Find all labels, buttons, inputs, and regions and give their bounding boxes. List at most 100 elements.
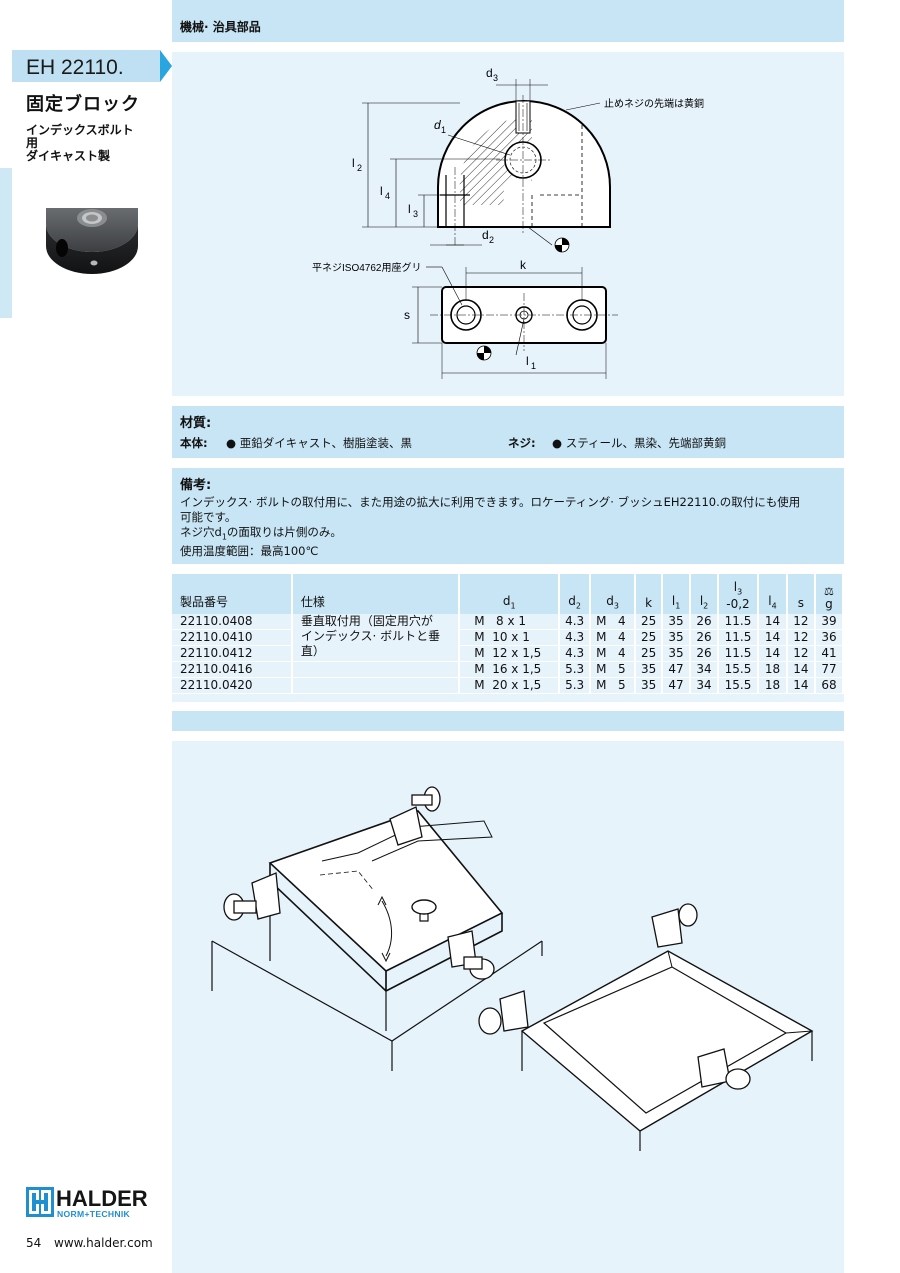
label-s: s [404,308,410,322]
col-header-d3: d3 [590,574,637,614]
cell-spec-empty [291,677,461,694]
cell-d2: 4.3 [559,614,592,630]
col-header-part-no: 製品番号 [172,574,293,614]
notes-line: 可能です。 [180,510,237,524]
cell-d3: M 5 [590,677,637,694]
table-row: 22110.0408 垂直取付用（固定用穴がインデックス· ボルトと垂直） M … [172,614,845,662]
product-photo [46,208,138,274]
cell-spec: 垂直取付用（固定用穴がインデックス· ボルトと垂直） [291,614,461,662]
cell-l1: 35 [662,645,692,662]
col-header-g: ⚖g [814,574,845,614]
material-screw-label: ネジ: [508,436,536,450]
separator-bar [172,711,844,731]
cell-k: 25 [635,614,664,630]
label-l3: l [408,202,411,216]
label-k: k [520,258,527,272]
weight-icon: ⚖ [824,585,834,598]
clamp-block-icon [478,990,529,1035]
material-panel [172,406,844,458]
label-d1-sub: 1 [441,125,446,135]
table-row: 22110.0420 M 20 x 1,5 5.3 M 5 35 47 34 1… [172,677,845,694]
col-header-l2: l2 [690,574,720,614]
setscrew-note: 止めネジの先端は黄銅 [604,97,704,110]
cell-l1: 35 [662,614,692,630]
cell-s: 12 [786,629,816,646]
notes-line: ネジ穴d1の面取りは片側のみ。 [180,525,800,544]
cell-l2: 26 [690,629,720,646]
cell-l3: 11.5 [718,645,759,662]
label-d1: d [434,118,441,132]
col-header-d2: d2 [559,574,592,614]
subtitle-line: インデックスボルト [26,123,134,137]
label-l2: l [352,156,355,170]
cell-d1: M 20 x 1,5 [459,677,561,694]
cell-part-no: 22110.0416 [172,661,293,678]
side-accent-strip [0,168,12,318]
cell-l4: 14 [757,629,788,646]
product-code-arrow-icon [160,50,172,82]
material-title: 材質: [180,416,212,431]
subtitle-line: 用 [26,136,39,150]
notes-line: 使用温度範囲：最高100℃ [180,544,319,559]
cell-d2: 4.3 [559,645,592,662]
label-d2-sub: 2 [489,235,494,245]
cell-l1: 35 [662,629,692,646]
cell-l2: 34 [690,661,720,678]
clamp-block-icon [389,786,441,846]
cell-l3: 15.5 [718,677,759,694]
notes-line3-post: の面取りは片側のみ。 [226,525,342,539]
clamp-block-icon [223,872,281,921]
cell-g: 36 [814,629,845,646]
spec-table: 製品番号 仕様 d1 d2 d3 k l1 l2 l3-0,2 l4 s ⚖g … [172,574,845,694]
cell-l4: 18 [757,661,788,678]
table-row: 22110.0412 M 12 x 1,5 4.3 M 4 25 35 26 1… [172,645,845,662]
table-row: 22110.0416 M 16 x 1,5 5.3 M 5 35 47 34 1… [172,661,845,678]
cell-l2: 34 [690,677,720,694]
category-header-bar [172,0,844,42]
cell-s: 12 [786,614,816,630]
logo-tagline: NORM+TECHNIK [57,1209,131,1219]
product-title: 固定ブロック [26,94,140,115]
cell-part-no: 22110.0410 [172,629,293,646]
cell-k: 35 [635,661,664,678]
col-header-spec: 仕様 [291,574,461,614]
col-header-s: s [786,574,816,614]
cell-k: 35 [635,677,664,694]
product-code: EH 22110. [26,56,124,79]
cell-l4: 14 [757,645,788,662]
halder-logo-icon [26,1187,54,1217]
label-d3: d [486,66,493,80]
cell-g: 39 [814,614,845,630]
cell-d3: M 4 [590,629,637,646]
cell-l3: 11.5 [718,614,759,630]
cell-l3: 11.5 [718,629,759,646]
product-subtitle: インデックスボルト 用 ダイキャスト製 [26,124,134,163]
notes-line3-pre: ネジ穴d [180,525,222,539]
col-header-l1: l1 [662,574,692,614]
cell-s: 12 [786,645,816,662]
cell-d3: M 5 [590,661,637,678]
label-l4-sub: 4 [385,191,390,201]
cell-d3: M 4 [590,645,637,662]
cell-l3: 15.5 [718,661,759,678]
col-header-k: k [635,574,664,614]
cell-spec-empty [291,661,461,678]
website-link[interactable]: www.halder.com [54,1236,153,1250]
cell-d3: M 4 [590,614,637,630]
cell-g: 77 [814,661,845,678]
notes-title: 備考: [180,478,212,493]
table-header-row: 製品番号 仕様 d1 d2 d3 k l1 l2 l3-0,2 l4 s ⚖g [172,574,845,614]
material-screw-value: ● スティール、黒染、先端部黄銅 [552,436,726,450]
cell-l1: 47 [662,677,692,694]
col-header-l3: l3-0,2 [718,574,759,614]
subtitle-line: ダイキャスト製 [26,149,111,163]
cell-d2: 5.3 [559,661,592,678]
cell-l4: 18 [757,677,788,694]
cell-l1: 47 [662,661,692,678]
notes-panel [172,468,844,564]
label-d3-sub: 3 [493,73,498,83]
logo-name: HALDER [56,1186,148,1211]
cell-l4: 14 [757,614,788,630]
application-illustration [211,786,814,1151]
cell-d1: M 16 x 1,5 [459,661,561,678]
